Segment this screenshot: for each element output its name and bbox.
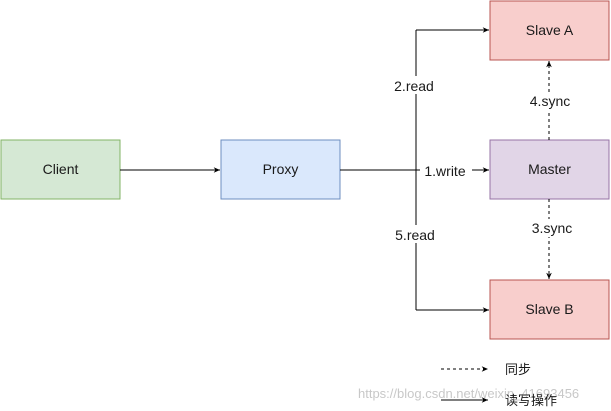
legend-rw-label: 读写操作 <box>505 393 557 409</box>
master-box <box>489 139 610 200</box>
sync-b-label-bg <box>525 219 575 237</box>
read-a-label-bg <box>388 76 440 94</box>
slave-a-label: Slave A <box>526 22 574 38</box>
proxy-label: Proxy <box>263 161 299 177</box>
watermark: https://blog.csdn.net/weixin_41693456 <box>358 386 579 401</box>
write-label: 1.write <box>424 163 465 179</box>
read-a-label: 2.read <box>394 78 434 94</box>
read-b-label: 5.read <box>395 227 435 243</box>
client-label: Client <box>43 161 79 177</box>
master-label: Master <box>528 161 571 177</box>
write-label-bg <box>420 161 472 179</box>
sync-a-label-bg <box>525 92 575 110</box>
slave-a-box <box>489 0 610 61</box>
proxy-box <box>220 139 341 200</box>
slave-b-label: Slave B <box>525 301 573 317</box>
sync-a-label: 4.sync <box>530 93 570 109</box>
read-b-label-bg <box>388 225 440 243</box>
legend-sync-label: 同步 <box>505 363 531 378</box>
client-box <box>0 139 121 200</box>
sync-b-label: 3.sync <box>532 220 572 236</box>
slave-b-box <box>489 279 610 340</box>
